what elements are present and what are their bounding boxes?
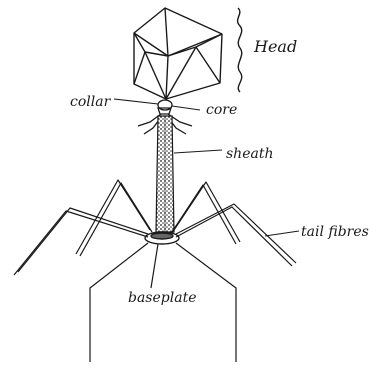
tail-sheath bbox=[156, 116, 174, 232]
tail-fibres-label: tail fibres bbox=[301, 224, 369, 240]
baseplate bbox=[145, 232, 179, 244]
capsid-head bbox=[134, 8, 222, 99]
core-label: core bbox=[206, 102, 237, 118]
collar-label: collar bbox=[70, 94, 112, 110]
sheath-label: sheath bbox=[226, 146, 273, 162]
head-brace bbox=[238, 8, 242, 92]
baseplate-label: baseplate bbox=[128, 290, 196, 306]
head-label: Head bbox=[253, 37, 297, 56]
